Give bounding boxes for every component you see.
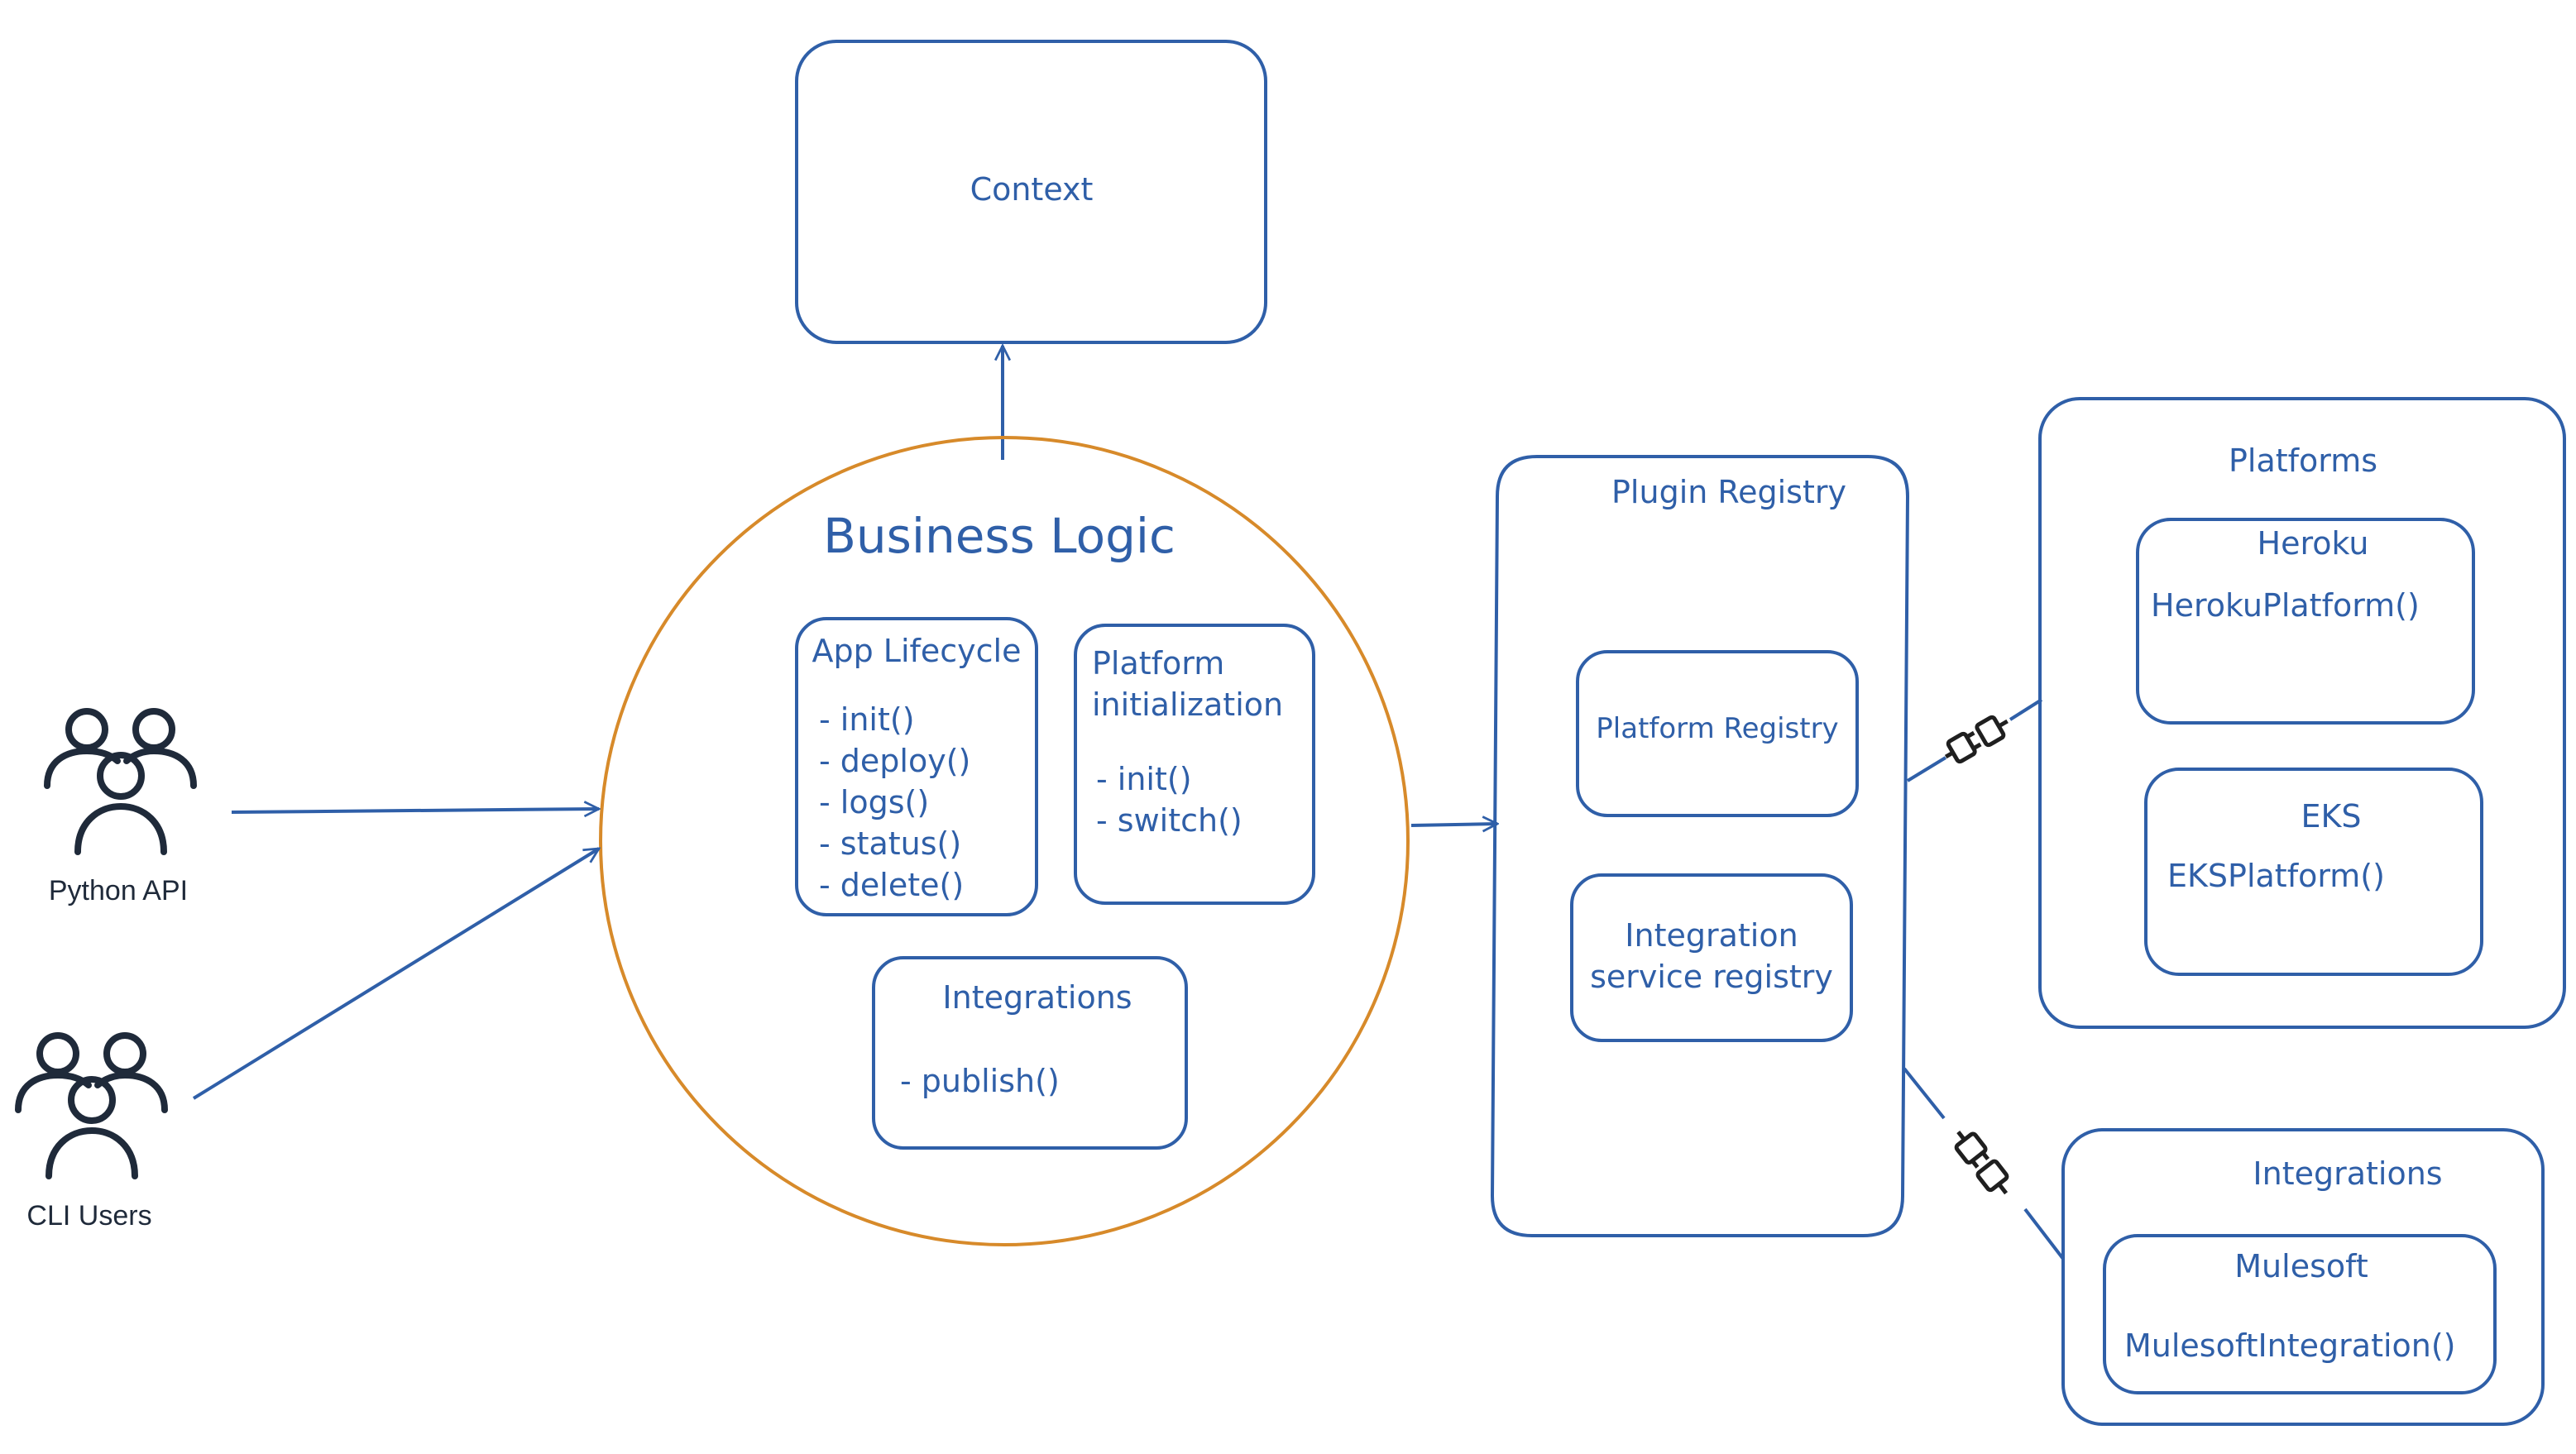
app-lifecycle-item: - status()	[819, 825, 961, 862]
eks-card: EKS EKSPlatform()	[2144, 768, 2483, 976]
mulesoft-class: MulesoftIntegration()	[2124, 1327, 2456, 1364]
plugin-registry-title: Plugin Registry	[1611, 474, 1846, 510]
platforms-connector	[1906, 698, 2043, 782]
app-lifecycle-item: - deploy()	[819, 743, 970, 779]
context-box: Context	[795, 40, 1267, 344]
platform-initialization-card: Platform initialization - init() - switc…	[1074, 624, 1315, 905]
integrations-panel-title: Integrations	[2253, 1155, 2442, 1192]
context-label: Context	[970, 171, 1094, 208]
integrations-panel: Integrations	[2061, 1128, 2545, 1426]
platform-init-item: - switch()	[1096, 802, 1243, 839]
plug-icon	[1954, 1131, 2009, 1195]
business-integrations-card: Integrations - publish()	[872, 956, 1188, 1150]
app-lifecycle-item: - logs()	[819, 784, 929, 820]
eks-class: EKSPlatform()	[2167, 858, 2385, 894]
python-api-actor: Python API	[44, 708, 197, 906]
heroku-class: HerokuPlatform()	[2151, 587, 2420, 624]
platforms-title: Platforms	[2229, 442, 2377, 479]
python-api-label: Python API	[49, 875, 188, 906]
integration-registry-line1: Integration	[1625, 917, 1798, 954]
integration-registry-line2: service registry	[1590, 959, 1833, 995]
app-lifecycle-card: App Lifecycle - init() - deploy() - logs…	[795, 617, 1038, 916]
platform-registry-card: Platform Registry	[1576, 650, 1859, 817]
users-group-icon	[15, 1032, 168, 1179]
arrow-python-to-business	[231, 809, 599, 812]
cli-users-label: CLI Users	[26, 1200, 151, 1232]
integrations-connector	[1903, 1067, 2065, 1260]
platform-init-item: - init()	[1096, 761, 1192, 797]
users-group-icon	[44, 708, 197, 855]
mulesoft-title: Mulesoft	[2234, 1248, 2368, 1284]
integration-service-registry-card: Integration service registry	[1570, 873, 1853, 1042]
platform-registry-label: Platform Registry	[1596, 712, 1838, 745]
heroku-card: Heroku HerokuPlatform()	[2136, 518, 2475, 725]
eks-title: EKS	[2301, 798, 2361, 835]
arrow-business-to-registry	[1410, 824, 1497, 825]
plugin-registry-box: Plugin Registry	[1490, 455, 1910, 1237]
business-logic-title: Business Logic	[823, 508, 1175, 564]
plug-icon	[1944, 715, 2009, 764]
cli-users-actor: CLI Users	[15, 1032, 168, 1232]
arrow-cli-to-business	[192, 847, 599, 1100]
app-lifecycle-title: App Lifecycle	[812, 633, 1021, 669]
app-lifecycle-item: - delete()	[819, 867, 964, 903]
heroku-title: Heroku	[2258, 525, 2369, 562]
business-integrations-item: - publish()	[900, 1063, 1060, 1099]
platforms-panel: Platforms	[2038, 397, 2566, 1029]
app-lifecycle-item: - init()	[819, 701, 915, 738]
platform-init-title-line2: initialization	[1092, 686, 1283, 723]
business-integrations-title: Integrations	[942, 979, 1132, 1016]
platform-init-title-line1: Platform	[1092, 645, 1224, 682]
business-logic-circle: Business Logic	[599, 436, 1410, 1246]
mulesoft-card: Mulesoft MulesoftIntegration()	[2103, 1234, 2497, 1394]
